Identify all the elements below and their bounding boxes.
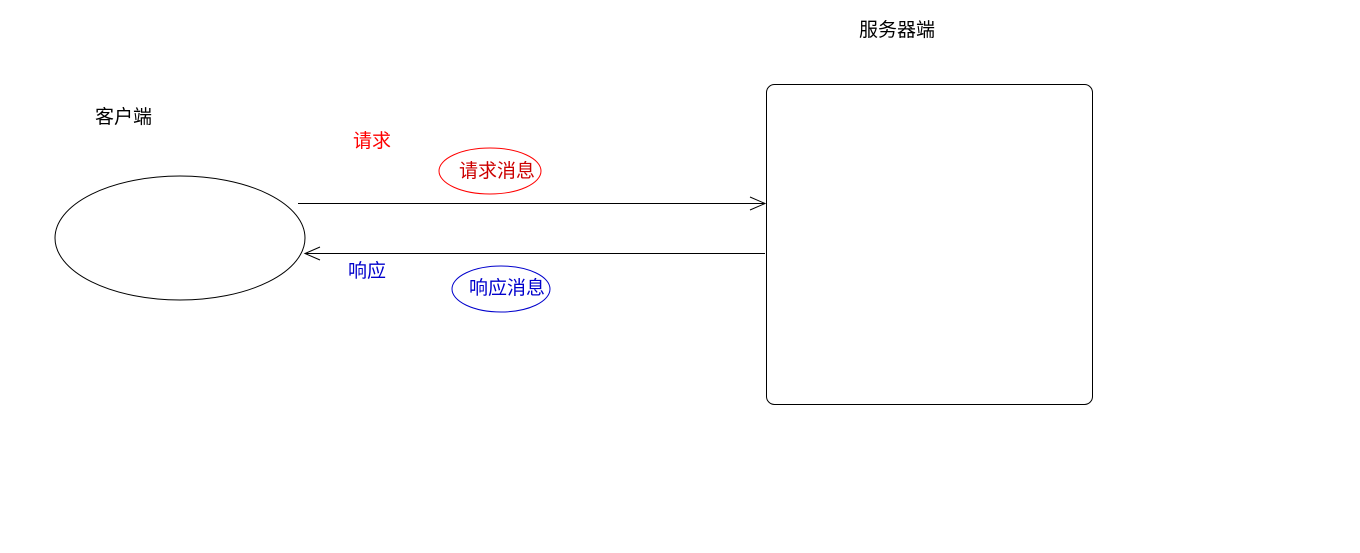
response-label: 响应 [348, 260, 386, 282]
server-node [766, 84, 1093, 405]
response-message-label: 响应消息 [469, 277, 545, 299]
response-arrowhead [303, 246, 321, 261]
request-label: 请求 [353, 130, 391, 152]
server-label: 服务器端 [859, 19, 935, 41]
request-message-bubble [438, 147, 542, 195]
request-arrowhead [749, 196, 767, 211]
client-node [54, 175, 306, 301]
client-label: 客户端 [95, 106, 152, 128]
request-message-label: 请求消息 [459, 160, 535, 182]
response-message-bubble [451, 265, 551, 313]
